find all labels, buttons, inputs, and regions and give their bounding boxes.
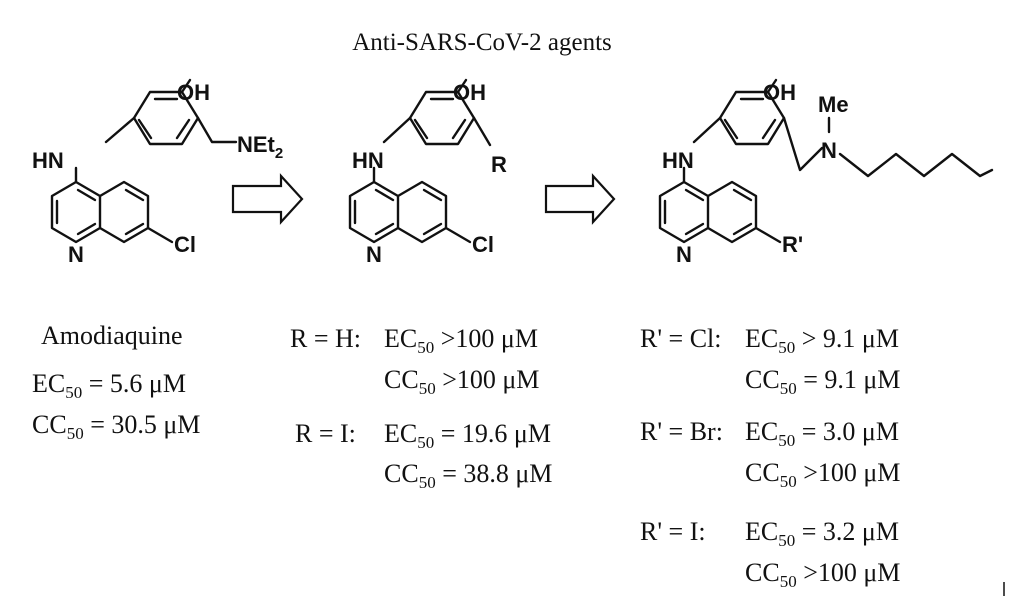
benzo-ring — [706, 180, 758, 244]
phenol-ring-double-bonds — [413, 97, 467, 140]
ec50-value: EC50 = 19.6 μM — [384, 419, 551, 452]
pentyl-chain-bonds — [838, 152, 994, 178]
chloro-label: Cl — [472, 232, 494, 257]
nh-label: HN — [32, 148, 64, 173]
pyridine-ring — [50, 180, 102, 244]
hydroxyl-label: OH — [177, 80, 210, 105]
cc50-value: CC50 = 38.8 μM — [384, 459, 552, 492]
oh-bond — [180, 78, 192, 94]
pyridine-ring — [658, 180, 710, 244]
phenol-ring-double-bonds — [137, 97, 191, 140]
nh-label: HN — [352, 148, 384, 173]
amine-side-chain-bonds — [782, 116, 824, 172]
benzo-ring-double-bonds — [732, 188, 753, 236]
benzo-ring-double-bonds — [422, 188, 443, 236]
ec50-value: EC50 = 5.6 μM — [32, 369, 186, 402]
benzo-ring-double-bonds — [124, 188, 145, 236]
r-prime-i-label: R' = I: — [640, 517, 706, 546]
arrow-right-icon — [231, 173, 304, 225]
r-group-label: R — [491, 152, 507, 177]
diethylamine-label: NEt2 — [237, 132, 283, 162]
r-bond — [472, 116, 492, 147]
r-prime-cl-label: R' = Cl: — [640, 324, 721, 353]
nh-link-bonds — [372, 116, 412, 184]
r-h-label: R = H: — [290, 324, 361, 353]
cc50-value: CC50 = 9.1 μM — [745, 365, 900, 398]
pyridine-ring-double-bonds — [55, 188, 97, 236]
hydroxyl-label: OH — [453, 80, 486, 105]
r-i-label: R = I: — [295, 419, 356, 448]
quinoline-n-label: N — [366, 242, 382, 267]
ec50-value: EC50 > 9.1 μM — [745, 324, 899, 357]
compound-name: Amodiaquine — [41, 321, 183, 350]
ec50-value: EC50 >100 μM — [384, 324, 538, 357]
r-prime-br-label: R' = Br: — [640, 417, 723, 446]
methyl-label: Me — [818, 92, 849, 117]
nh-label: HN — [662, 148, 694, 173]
quinoline-n-label: N — [676, 242, 692, 267]
cc50-value: CC50 = 30.5 μM — [32, 410, 200, 443]
chloro-bond — [146, 226, 174, 244]
phenol-ring-double-bonds — [723, 97, 777, 140]
pyridine-ring-double-bonds — [353, 188, 395, 236]
benzo-ring — [98, 180, 150, 244]
oh-bond — [766, 78, 778, 94]
benzo-ring — [396, 180, 448, 244]
nh-link-bonds — [74, 116, 136, 184]
hydroxyl-label: OH — [763, 80, 796, 105]
amodiaquine-structure — [50, 78, 238, 244]
r-prime-bond — [754, 226, 782, 244]
cc50-value: CC50 >100 μM — [745, 458, 900, 491]
tertiary-amine-n-label: N — [821, 138, 837, 163]
pyridine-ring-double-bonds — [663, 188, 705, 236]
r-analog-structure — [348, 78, 492, 244]
amine-side-chain-bonds — [196, 116, 238, 144]
quinoline-n-label: N — [68, 242, 84, 267]
pyridine-ring — [348, 180, 400, 244]
arrow-right-icon — [544, 173, 616, 225]
chloro-label: Cl — [174, 232, 196, 257]
ec50-value: EC50 = 3.2 μM — [745, 517, 899, 550]
r-prime-label: R' — [782, 232, 803, 257]
chloro-bond — [444, 226, 472, 244]
oh-bond — [456, 78, 468, 94]
diagram-title: Anti-SARS-CoV-2 agents — [352, 29, 612, 56]
ec50-value: EC50 = 3.0 μM — [745, 417, 899, 450]
pentyl-analog-structure — [658, 78, 994, 244]
cc50-value: CC50 >100 μM — [384, 365, 539, 398]
nh-link-bonds — [682, 116, 722, 184]
cc50-value: CC50 >100 μM — [745, 558, 900, 591]
